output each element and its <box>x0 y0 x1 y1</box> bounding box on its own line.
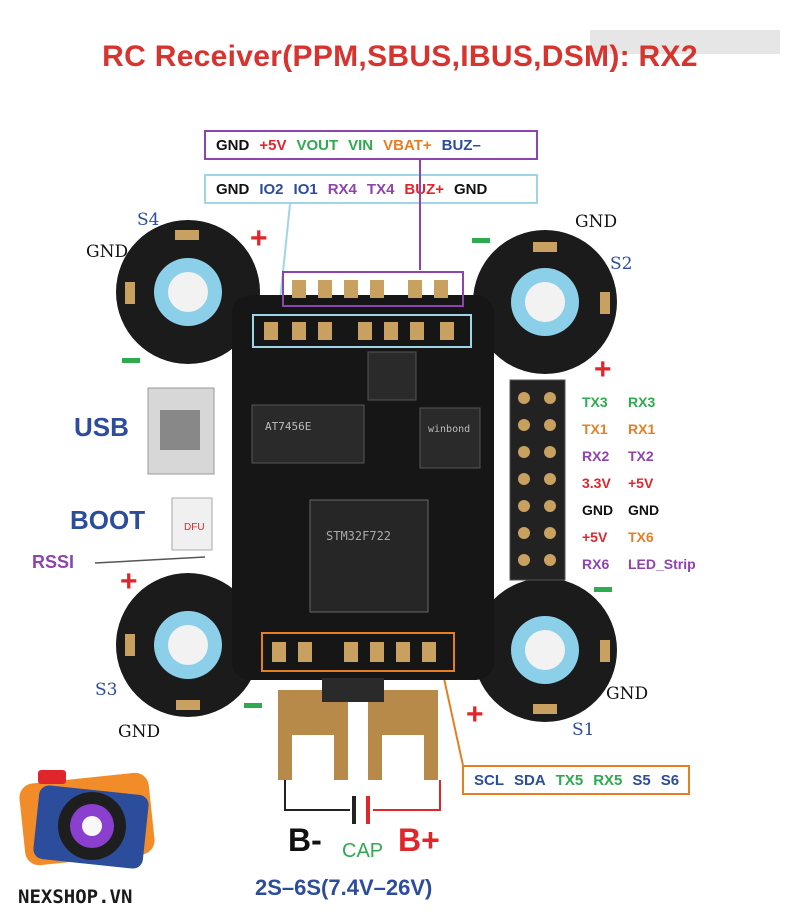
minus-mark-s3 <box>244 703 262 708</box>
bottom-row-label-0: SCL <box>474 771 504 789</box>
top-row-1-label-0: GND <box>216 136 250 154</box>
right-header-pins <box>509 379 566 581</box>
top-row-1-label-3: VIN <box>348 136 374 154</box>
minus-mark-s4 <box>122 358 140 363</box>
top-row-2-label-3: RX4 <box>327 180 357 198</box>
bottom-row-label-3: RX5 <box>593 771 623 789</box>
top-row-2-label-5: BUZ+ <box>404 180 445 198</box>
b-plus-label: B+ <box>398 822 440 858</box>
power-diode <box>322 678 384 702</box>
uart-label: 3.3V <box>582 475 611 491</box>
motor-pad-s2 <box>473 230 617 374</box>
uart-label: TX6 <box>628 529 654 545</box>
mcu-chip-marking: STM32F722 <box>326 529 391 543</box>
plus-mark-s4: + <box>250 222 268 255</box>
top-row-2-label-0: GND <box>216 180 250 198</box>
uart-row: RX6 LED_Strip <box>582 556 722 583</box>
motor-label-s2: S2 <box>610 254 633 274</box>
cap-label: CAP <box>342 840 384 862</box>
b-minus-label: B- <box>288 822 322 858</box>
minus-mark-s1 <box>594 587 612 592</box>
uart-label: +5V <box>582 529 608 545</box>
uart-row: GND GND <box>582 502 722 529</box>
usb-label: USB <box>74 412 129 442</box>
uart-row: TX3 RX3 <box>582 394 722 421</box>
top-row-2-label-1: IO2 <box>259 180 284 198</box>
rssi-leader <box>94 556 206 564</box>
motor-label-s4: S4 <box>137 210 160 230</box>
top-pin-labels-row-2: GND IO2 IO1 RX4 TX4 BUZ+ GND <box>204 174 538 204</box>
motor-label-s1: S1 <box>572 720 595 740</box>
plus-mark-s1: + <box>466 698 484 731</box>
top-row-1-label-2: VOUT <box>296 136 339 154</box>
osd-chip <box>251 404 365 464</box>
osd-chip-marking: AT7456E <box>265 420 311 433</box>
gyro-chip <box>367 351 417 401</box>
mcu-chip <box>309 499 429 613</box>
rssi-label: RSSI <box>32 552 75 572</box>
bottom-row-label-1: SDA <box>514 771 546 789</box>
uart-label: +5V <box>628 475 654 491</box>
top-row-2-label-4: TX4 <box>366 180 395 198</box>
uart-row: TX1 RX1 <box>582 421 722 448</box>
uart-label: RX1 <box>628 421 656 437</box>
gnd-label-s3: GND <box>118 722 161 742</box>
uart-label: LED_Strip <box>628 556 696 572</box>
top-pin-labels-row-1: GND +5V VOUT VIN VBAT+ BUZ– <box>204 130 538 160</box>
bottom-pin-labels: SCL SDA TX5 RX5 S5 S6 <box>462 765 690 795</box>
motor-pad-s3 <box>116 573 260 717</box>
uart-label: TX2 <box>628 448 654 464</box>
boot-button <box>171 497 213 551</box>
top-row-1-label-1: +5V <box>259 136 287 154</box>
motor-pad-s4 <box>116 220 260 364</box>
top-row-2-label-6: GND <box>454 180 488 198</box>
uart-row: RX2 TX2 <box>582 448 722 475</box>
top-header-pins <box>252 271 472 348</box>
plus-mark-s2: + <box>594 353 612 386</box>
top-row-1-label-5: BUZ– <box>441 136 481 154</box>
uart-label: GND <box>628 502 660 518</box>
dfu-marking: DFU <box>184 522 205 533</box>
gnd-label-s2: GND <box>575 212 618 232</box>
motor-label-s3: S3 <box>95 680 118 700</box>
bottom-row-label-2: TX5 <box>555 771 584 789</box>
boot-label: BOOT <box>70 505 146 535</box>
uart-label: RX2 <box>582 448 610 464</box>
gnd-label-s4: GND <box>86 242 129 262</box>
uart-row: +5V TX6 <box>582 529 722 556</box>
cap-wire-plus <box>373 780 441 811</box>
cap-wire-minus <box>284 780 350 811</box>
minus-mark-s2 <box>472 238 490 243</box>
plus-mark-s3: + <box>120 565 138 598</box>
page-title: RC Receiver(PPM,SBUS,IBUS,DSM): RX2 <box>102 40 698 73</box>
uart-row: 3.3V +5V <box>582 475 722 502</box>
brand-name: NEXSHOP.VN <box>18 886 133 908</box>
uart-label: RX6 <box>582 556 610 572</box>
flash-chip-marking: winbond <box>428 424 470 435</box>
camera-logo-icon <box>19 770 155 869</box>
gnd-label-s1: GND <box>606 684 649 704</box>
top-gray-bar <box>590 30 780 54</box>
uart-label: RX3 <box>628 394 656 410</box>
bottom-row-label-5: S6 <box>660 771 680 789</box>
flash-chip <box>419 407 481 469</box>
voltage-range: 2S–6S(7.4V–26V) <box>255 875 433 900</box>
uart-label: TX1 <box>582 421 608 437</box>
board-body <box>232 295 494 680</box>
uart-label: TX3 <box>582 394 608 410</box>
top-row-2-label-2: IO1 <box>293 180 318 198</box>
motor-pad-s1 <box>473 578 617 722</box>
bottom-header-pins <box>261 632 455 672</box>
bottom-row-label-4: S5 <box>632 771 651 789</box>
top-row-1-label-4: VBAT+ <box>383 136 432 154</box>
uart-label: GND <box>582 502 614 518</box>
